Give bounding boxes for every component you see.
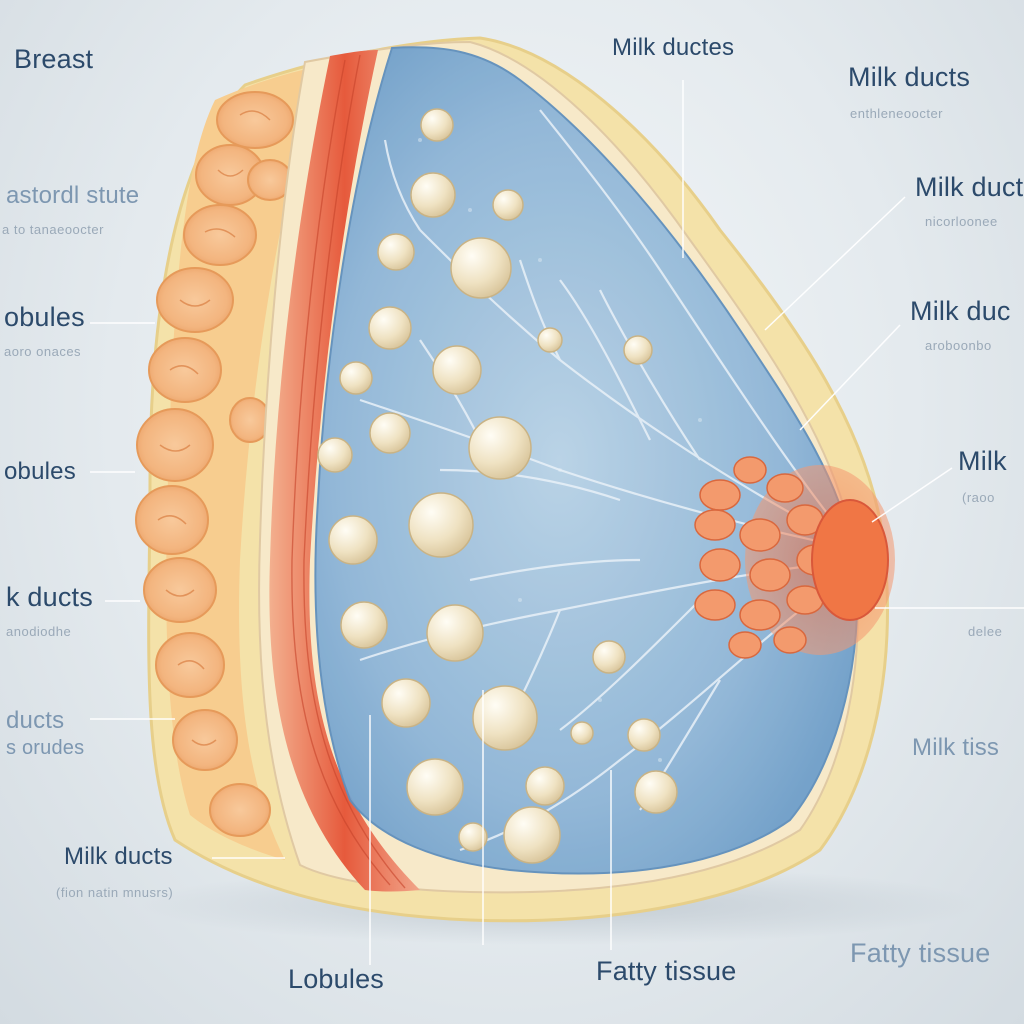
label-right-milk-ducts-3: Milk duc xyxy=(910,296,1011,326)
label-top-milk-ductes: Milk ductes xyxy=(612,34,735,61)
pectoral-muscle-band xyxy=(269,50,420,892)
fat-lobule-texture xyxy=(157,110,271,746)
label-right-milk-ducts-1: Milk ducts xyxy=(848,62,971,92)
label-right-milk-ducts-2-sub: nicorloonee xyxy=(925,214,998,229)
label-left-structure-sub: a to tanaeoocter xyxy=(2,222,104,237)
label-bottom-lobules: Lobules xyxy=(288,964,384,994)
label-bottom-fatty-tissue: Fatty tissue xyxy=(596,956,737,986)
label-left-structure: astordl stute xyxy=(6,182,140,209)
label-bottom-left-milk-ducts-sub: (fion natin mnusrs) xyxy=(56,885,174,900)
lobules xyxy=(317,108,678,864)
leader-lines xyxy=(90,80,1024,965)
fat-lobule-cluster xyxy=(135,91,294,837)
label-left-lobules-1-sub: aoro onaces xyxy=(4,344,82,359)
label-right-milk-ducts-3-sub: aroboonbo xyxy=(925,338,992,353)
label-left-ducts-2: ducts xyxy=(6,707,65,734)
label-right-milk-ducts-2: Milk duct xyxy=(915,172,1024,202)
label-right-milk-tissue: Milk tiss xyxy=(912,734,1000,761)
label-left-ducts-1: k ducts xyxy=(6,582,93,612)
label-left-ducts-1-sub: anodiodhe xyxy=(6,624,72,639)
label-bottom-right-fatty-tissue: Fatty tissue xyxy=(850,938,991,968)
glandular-tissue xyxy=(314,46,859,875)
label-right-5-sub: delee xyxy=(968,624,1003,639)
label-bottom-left-milk-ducts: Milk ducts xyxy=(64,843,173,870)
label-left-lobules-2: obules xyxy=(4,458,76,485)
label-right-milk-ducts-1-sub: enthleneoocter xyxy=(850,106,944,121)
label-left-lobules-1: obules xyxy=(4,302,85,332)
label-right-milk-4: Milk xyxy=(958,446,1007,476)
label-right-milk-4-sub: (raoo xyxy=(962,490,995,505)
label-breast: Breast xyxy=(14,44,94,74)
muscle-fibers xyxy=(291,54,406,889)
nipple-areola-cluster xyxy=(694,456,895,659)
label-left-ducts-2-sub: s orudes xyxy=(6,737,85,759)
